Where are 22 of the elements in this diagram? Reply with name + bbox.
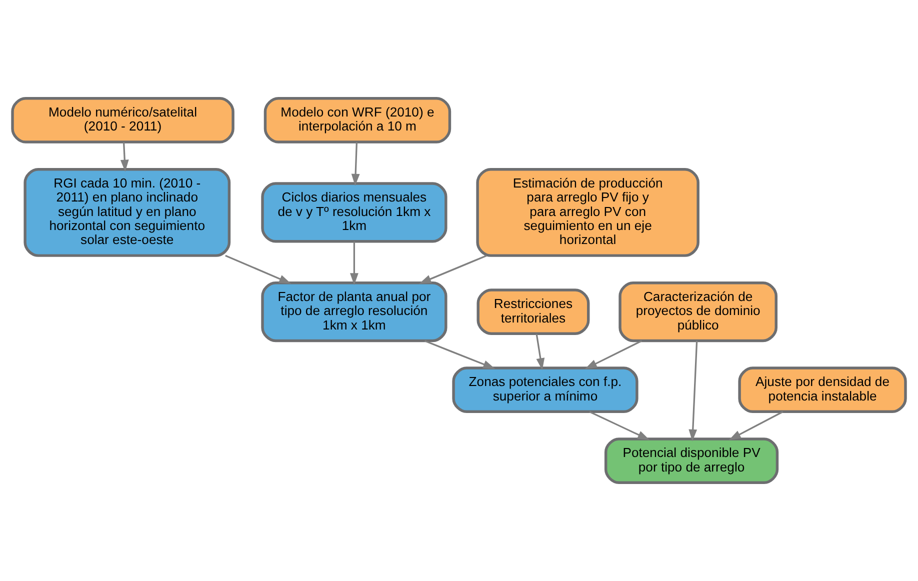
node-box: Modelo numérico/satelital (2010 - 2011): [11, 97, 234, 144]
arrow: [424, 340, 496, 369]
arrow: [584, 340, 642, 370]
arrow: [350, 242, 358, 286]
node-box: Ajuste por densidad de potencia instalable: [738, 366, 907, 414]
node-box: Restricciones territoriales: [476, 288, 590, 335]
arrow: [589, 411, 650, 440]
node-box: Modelo con WRF (2010) e interpolación a 10 m: [264, 97, 452, 144]
node-box: Estimación de producción para arreglo PV fijo y para arreglo PV con seguimiento en un eje horizontal: [476, 168, 700, 257]
node-box: Potencial disponible PV por tipo de arreglo: [604, 438, 779, 484]
node-box: Ciclos diarios mensuales de v y Tº resolución 1km x 1km: [261, 182, 448, 243]
arrow: [728, 411, 784, 440]
node-box: Zonas potenciales con f.p. superior a mínimo: [452, 366, 638, 414]
arrow: [536, 334, 545, 370]
arrow: [419, 254, 488, 284]
node-box: Factor de planta anual por tipo de arreglo resolución 1km x 1km: [261, 282, 448, 342]
node-box: Caracterización de proyectos de dominio público: [618, 282, 778, 342]
arrow: [688, 340, 698, 442]
arrow: [225, 254, 292, 284]
arrow: [120, 142, 129, 172]
arrow: [351, 142, 360, 186]
node-box: RGI cada 10 min. (2010 - 2011) en plano inclinado según latitud y en plano horizontal con seguimiento solar este-oeste: [24, 168, 231, 257]
